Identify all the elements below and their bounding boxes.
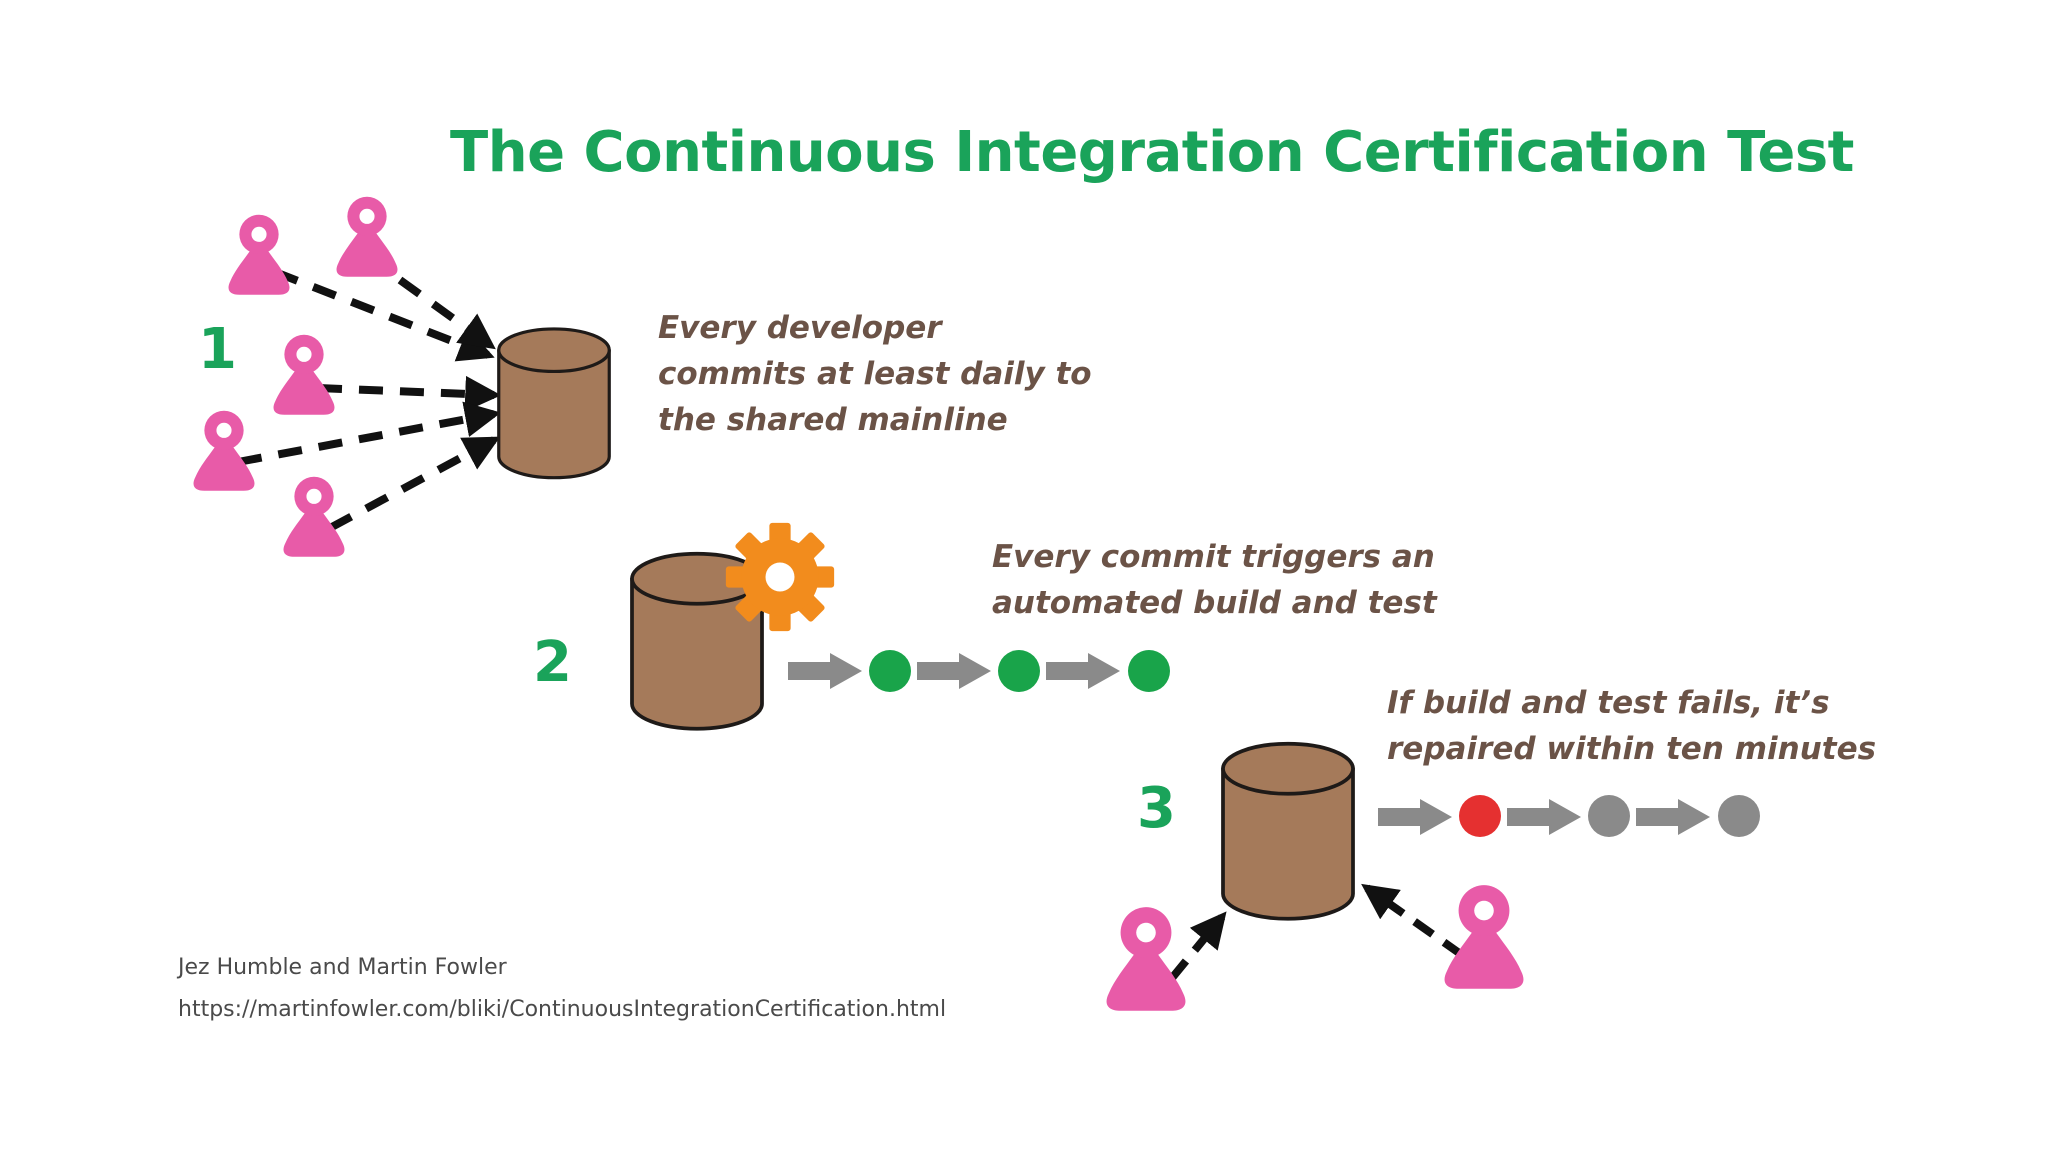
step-number-3: 3	[1137, 776, 1176, 841]
commit-arrows	[237, 268, 502, 532]
credit-authors: Jez Humble and Martin Fowler	[178, 955, 507, 980]
caption-line: commits at least daily to	[658, 356, 1092, 392]
repair-arrow	[1361, 883, 1465, 959]
repair-arrow	[1168, 911, 1227, 981]
repair-arrows	[1168, 883, 1465, 981]
developer-icon	[1106, 907, 1186, 1011]
status-dot-icon	[1459, 795, 1501, 837]
credit-url[interactable]: https://martinfowler.com/bliki/Continuou…	[178, 997, 947, 1022]
developer-icon	[273, 334, 335, 415]
commit-arrow	[317, 375, 502, 412]
commit-arrow	[397, 276, 496, 350]
developer-icon	[283, 476, 345, 557]
build-pipeline	[788, 650, 1170, 692]
step-number-2: 2	[533, 630, 572, 695]
step-3-group	[1106, 741, 1760, 1011]
developer-icon	[336, 196, 398, 277]
repository-icon	[497, 327, 611, 480]
arrow-icon	[1507, 799, 1581, 835]
gear-icon	[725, 522, 835, 632]
developer-icon	[228, 214, 290, 295]
caption-line: automated build and test	[992, 585, 1437, 621]
status-dot-icon	[998, 650, 1040, 692]
repository-icon	[1221, 741, 1355, 921]
caption-line: Every commit triggers an	[992, 539, 1435, 575]
repair-pipeline	[1378, 795, 1760, 837]
step-number-1: 1	[198, 317, 237, 382]
caption-line: If build and test fails, it’s	[1387, 685, 1830, 721]
arrow-icon	[1046, 653, 1120, 689]
commit-arrow	[328, 436, 501, 532]
step-3-caption: If build and test fails, it’s repaired w…	[1387, 680, 1876, 772]
status-dot-icon	[1718, 795, 1760, 837]
step-2-caption: Every commit triggers an automated build…	[992, 534, 1437, 626]
status-dot-icon	[1588, 795, 1630, 837]
step-2-group	[630, 522, 1170, 731]
developer-icon	[1444, 885, 1524, 989]
developer-icon	[193, 410, 255, 491]
caption-line: Every developer	[658, 310, 942, 346]
arrow-icon	[1378, 799, 1452, 835]
step-1-group	[193, 196, 611, 557]
caption-line: the shared mainline	[658, 402, 1008, 438]
diagram-title: The Continuous Integration Certification…	[450, 120, 1854, 185]
caption-line: repaired within ten minutes	[1387, 731, 1877, 767]
status-dot-icon	[869, 650, 911, 692]
arrow-icon	[788, 653, 862, 689]
step-1-caption: Every developer commits at least daily t…	[658, 305, 1092, 443]
commit-arrow	[237, 401, 502, 466]
status-dot-icon	[1128, 650, 1170, 692]
arrow-icon	[917, 653, 991, 689]
arrow-icon	[1636, 799, 1710, 835]
